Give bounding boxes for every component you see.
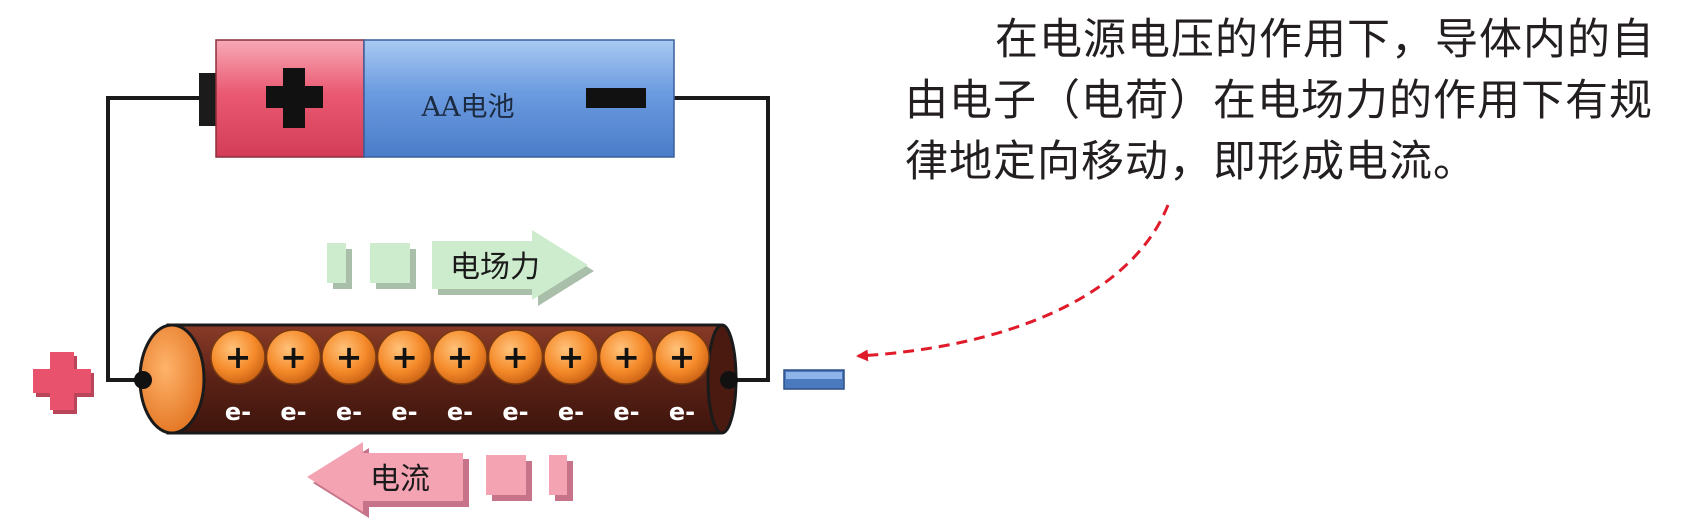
- electron-label: e-: [669, 398, 695, 426]
- electron-label: e-: [336, 398, 362, 426]
- positive-charge-symbol: +: [613, 338, 640, 376]
- battery-minus-icon: [586, 88, 646, 108]
- caption-text: 在电源电压的作用下，导体内的自 由电子（电荷）在电场力的作用下有规 律地定向移动…: [905, 10, 1695, 193]
- field-force-label: 电场力: [450, 250, 540, 285]
- junction-dot-right: [720, 371, 738, 389]
- caption-line-3: 律地定向移动，即形成电流。: [905, 137, 1477, 187]
- positive-charge-symbol: +: [280, 338, 307, 376]
- caption-line-2: 由电子（电荷）在电场力的作用下有规: [905, 76, 1653, 126]
- electron-label: e-: [613, 398, 639, 426]
- pointer-arrow: [856, 204, 1170, 362]
- electron-label: e-: [225, 398, 251, 426]
- wire-left: [106, 96, 200, 382]
- wire-right: [674, 96, 770, 382]
- circuit-wires: [106, 96, 770, 382]
- battery: AA电池: [199, 39, 675, 158]
- caption-line-1: 在电源电压的作用下，导体内的自: [995, 15, 1655, 65]
- positive-charge: +: [210, 329, 266, 385]
- electron-label: e-: [558, 398, 584, 426]
- positive-charge: +: [321, 329, 377, 385]
- junction-dot-left: [134, 371, 152, 389]
- free-electrons: e-e-e-e-e-e-e-e-e-: [225, 398, 695, 426]
- positive-charge-symbol: +: [502, 338, 529, 376]
- positive-charge-symbol: +: [669, 338, 696, 376]
- battery-plus-vertical: [283, 68, 305, 128]
- positive-charge-symbol: +: [391, 338, 418, 376]
- positive-charge: +: [432, 329, 488, 385]
- battery-label: AA电池: [421, 92, 515, 123]
- positive-charge: +: [376, 329, 433, 385]
- current-label: 电流: [370, 462, 430, 497]
- electron-label: e-: [391, 398, 417, 426]
- positive-charge-symbol: +: [225, 338, 252, 376]
- positive-charge: +: [598, 329, 655, 385]
- electron-label: e-: [280, 398, 306, 426]
- positive-charge-symbol: +: [447, 338, 474, 376]
- conductor: + + + + + + + + + e-e-e-e-e-e-e-e-e-: [134, 323, 738, 435]
- electron-label: e-: [502, 398, 528, 426]
- positive-charges: + + + + + + + + +: [210, 329, 710, 385]
- current-arrow: 电流: [307, 442, 573, 518]
- positive-charge: +: [265, 329, 322, 385]
- field-force-arrow: 电场力: [327, 230, 594, 306]
- positive-charge: +: [654, 329, 710, 385]
- battery-terminal-cap: [199, 73, 216, 126]
- positive-charge: +: [543, 329, 599, 385]
- positive-charge: +: [487, 329, 544, 385]
- positive-charge-symbol: +: [336, 338, 363, 376]
- positive-terminal-icon: [33, 352, 94, 414]
- electron-label: e-: [447, 398, 473, 426]
- positive-charge-symbol: +: [558, 338, 585, 376]
- negative-terminal-icon: [783, 369, 845, 390]
